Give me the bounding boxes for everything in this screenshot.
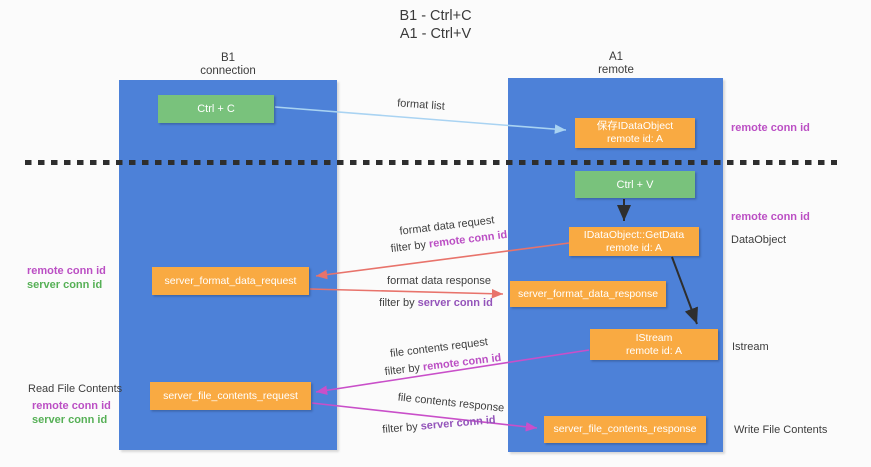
- format-data-response-arrow: [309, 288, 504, 299]
- ctrl-v-node: Ctrl + V: [575, 171, 695, 198]
- server-file-contents-request-node: server_file_contents_request: [150, 382, 311, 410]
- server-conn-id-label-bottom-left: server conn id: [32, 414, 108, 426]
- filter-by-text: filter by: [390, 238, 427, 256]
- filter-by-text: filter by: [384, 361, 421, 379]
- ctrl-v-label: Ctrl + V: [616, 178, 654, 191]
- save-idataobject-remote-id: remote id: A: [606, 133, 664, 145]
- filter-by-text: filter by: [379, 297, 415, 309]
- format-data-response-annotation: format data response: [387, 275, 491, 287]
- left-column-header: B1 connection: [158, 52, 298, 78]
- istream-label: IStream: [635, 331, 673, 344]
- istream-node: IStream remote id: A: [590, 329, 718, 360]
- diagram-title: B1 - Ctrl+C A1 - Ctrl+V: [0, 7, 871, 43]
- server-file-contents-response-node: server_file_contents_response: [544, 416, 706, 443]
- write-file-contents-label: Write File Contents: [734, 424, 828, 436]
- right-column-name: A1: [608, 51, 624, 63]
- remote-conn-id-text: remote conn id: [422, 351, 502, 374]
- left-column-role: connection: [200, 65, 256, 77]
- istream-side-label: Istream: [732, 341, 769, 353]
- server-format-data-response-label: server_format_data_response: [517, 287, 659, 300]
- remote-conn-id-label-mid-left: remote conn id: [27, 265, 106, 277]
- dataobject-label: DataObject: [731, 234, 787, 246]
- save-idataobject-node: 保存IDataObject remote id: A: [575, 118, 695, 148]
- filter-by-text: filter by: [381, 420, 419, 436]
- getdata-remote-id: remote id: A: [605, 241, 663, 254]
- server-conn-id-label-mid-left: server conn id: [27, 279, 103, 291]
- server-format-data-request-label: server_format_data_request: [164, 274, 297, 287]
- save-idataobject-label: 保存IDataObject: [596, 120, 674, 132]
- server-conn-id-text: server conn id: [417, 297, 493, 309]
- ctrl-c-label: Ctrl + C: [197, 103, 235, 115]
- istream-remote-id: remote id: A: [625, 344, 683, 357]
- remote-conn-id-label-top-right: remote conn id: [731, 122, 810, 134]
- server-format-data-request-node: server_format_data_request: [152, 267, 309, 295]
- server-conn-id-text: server conn id: [420, 414, 497, 433]
- read-file-contents-label: Read File Contents: [28, 383, 123, 395]
- server-file-contents-response-label: server_file_contents_response: [553, 423, 697, 435]
- title-line-2: A1 - Ctrl+V: [399, 26, 472, 42]
- title-line-1: B1 - Ctrl+C: [399, 8, 472, 24]
- ctrl-c-node: Ctrl + C: [158, 95, 274, 123]
- getdata-label: IDataObject::GetData: [583, 228, 685, 241]
- remote-conn-id-label-bottom-left: remote conn id: [32, 400, 111, 412]
- idataobject-getdata-node: IDataObject::GetData remote id: A: [569, 227, 699, 256]
- server-format-data-response-node: server_format_data_response: [510, 281, 666, 307]
- server-file-contents-request-label: server_file_contents_request: [163, 389, 298, 402]
- right-column-header: A1 remote: [546, 51, 686, 77]
- left-column-name: B1: [220, 52, 236, 64]
- right-column-role: remote: [598, 64, 634, 76]
- remote-conn-id-label-mid-right: remote conn id: [731, 211, 810, 223]
- format-list-annotation: format list: [396, 97, 446, 113]
- file-contents-response-annotation: file contents response: [397, 391, 505, 415]
